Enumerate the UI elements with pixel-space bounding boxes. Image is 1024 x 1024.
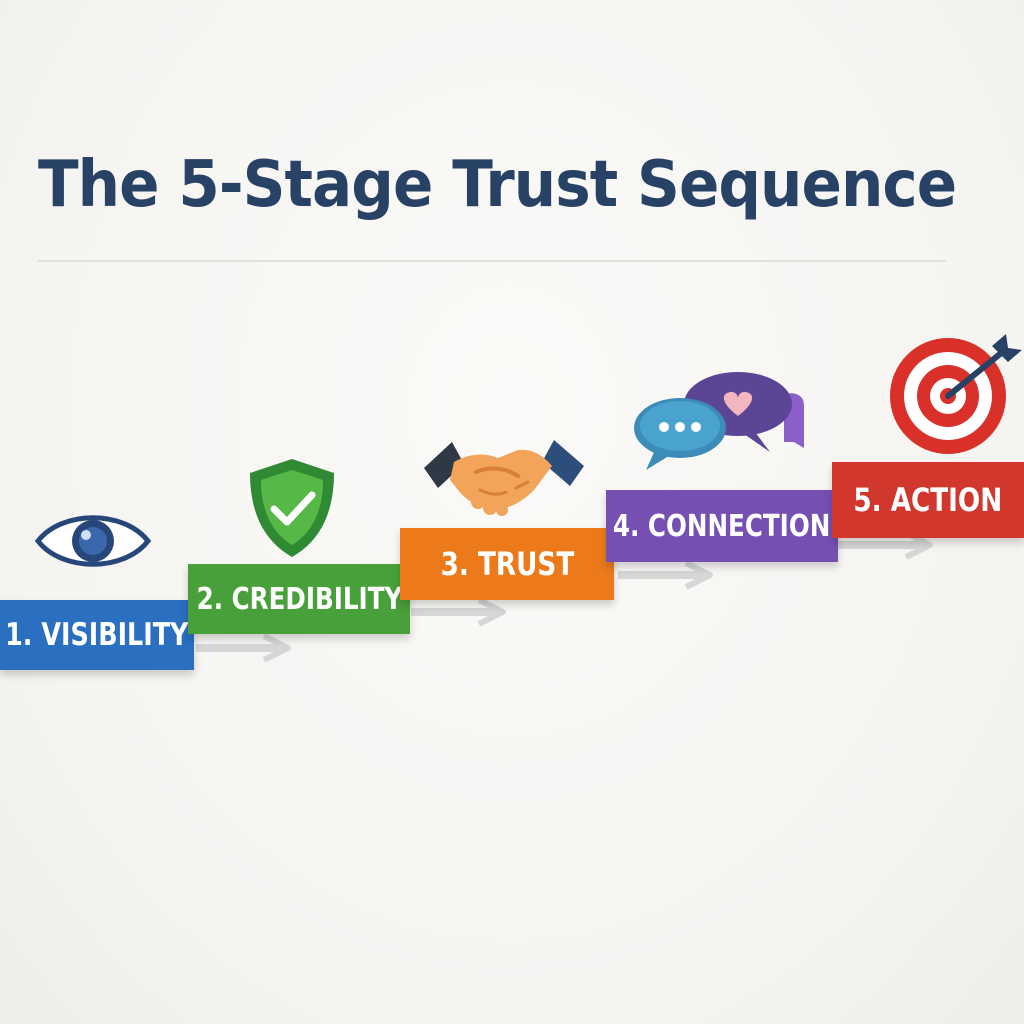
stage-block: 1. VISIBILITY (0, 600, 194, 670)
stage-block: 2. CREDIBILITY (188, 564, 410, 634)
arrow-icon (196, 633, 291, 663)
handshake-icon (424, 440, 584, 516)
stage-label: 1. VISIBILITY (5, 617, 189, 653)
stage-label: 2. CREDIBILITY (196, 581, 402, 617)
arrow-icon (618, 560, 713, 590)
stage-label: 3. TRUST (440, 545, 574, 583)
chat-bubbles-icon (634, 372, 804, 470)
shield-check-icon (250, 459, 334, 557)
arrow-icon (411, 597, 506, 627)
stage-block: 3. TRUST (400, 528, 614, 600)
eye-icon (34, 515, 152, 567)
stage-block: 5. ACTION (832, 462, 1024, 538)
page-title: The 5-Stage Trust Sequence (38, 148, 957, 222)
stage-label: 5. ACTION (853, 481, 1003, 519)
stage-block: 4. CONNECTION (606, 490, 838, 562)
title-divider (38, 260, 946, 262)
stage-label: 4. CONNECTION (613, 508, 831, 544)
target-arrow-icon (890, 334, 1022, 454)
